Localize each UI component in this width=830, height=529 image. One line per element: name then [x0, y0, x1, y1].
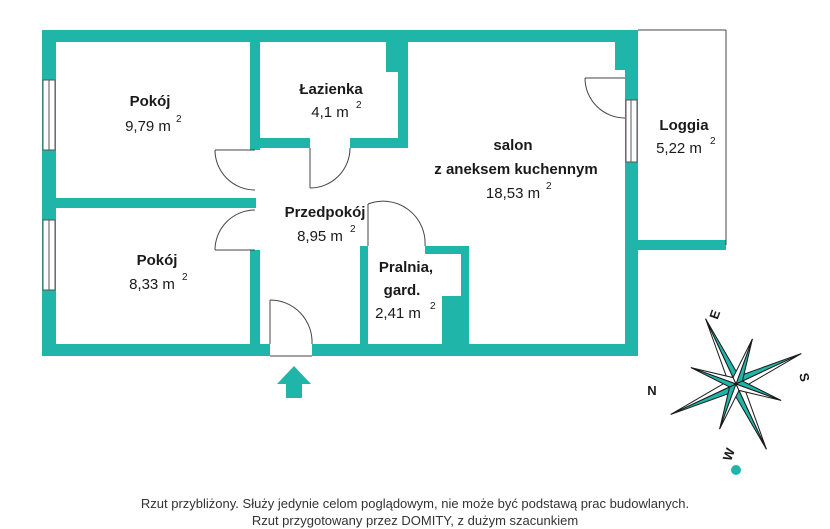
compass-rose-icon: [670, 318, 802, 450]
room-label-pokoj-2: Pokój 8,33 m 2: [129, 252, 188, 293]
room-label-pokoj-1: Pokój 9,79 m 2: [125, 93, 182, 135]
door-swings: [214, 77, 626, 357]
room-label-loggia: Loggia 5,22 m 2: [656, 117, 716, 157]
room-area-sup: 2: [176, 114, 182, 125]
disclaimer-text-2: Rzut przygotowany przez DOMITY, z dużym …: [251, 513, 579, 528]
compass-label-south: S: [796, 372, 812, 383]
room-label-przedpokoj: Przedpokój 8,95 m 2: [285, 204, 366, 245]
room-area: 8,33 m: [129, 276, 175, 293]
room-area-sup: 2: [350, 224, 356, 235]
room-name: Przedpokój: [285, 204, 366, 221]
room-label-lazienka: Łazienka 4,1 m 2: [299, 81, 363, 121]
room-name: Loggia: [659, 117, 709, 134]
compass-west-marker: [731, 465, 741, 475]
room-name-2: gard.: [384, 282, 421, 299]
room-label-salon: salon z aneksem kuchennym 18,53 m 2: [434, 137, 597, 202]
room-area-sup: 2: [710, 136, 716, 147]
disclaimer-text: Rzut przybliżony. Służy jedynie celom po…: [140, 496, 690, 511]
room-area: 9,79 m: [125, 118, 171, 135]
entrance-arrow-icon: [277, 366, 311, 398]
room-name: Pokój: [137, 252, 178, 269]
room-area-sup: 2: [546, 181, 552, 192]
room-name: Łazienka: [299, 81, 363, 98]
compass-label-west: W: [720, 445, 739, 462]
room-area: 8,95 m: [297, 228, 343, 245]
room-area-sup: 2: [356, 100, 362, 111]
room-area-sup: 2: [430, 301, 436, 312]
room-area: 4,1 m: [311, 104, 349, 121]
room-label-pralnia: Pralnia, gard. 2,41 m 2: [375, 259, 436, 322]
room-name: salon: [493, 137, 532, 154]
room-area: 2,41 m: [375, 305, 421, 322]
room-area: 18,53 m: [486, 185, 540, 202]
floor-plan: Pokój 9,79 m 2 Łazienka 4,1 m 2 salon z …: [42, 29, 813, 475]
window-lines: [48, 80, 632, 290]
room-name: Pokój: [130, 93, 171, 110]
room-area: 5,22 m: [656, 140, 702, 157]
compass-label-north: N: [647, 383, 656, 398]
room-name: Pralnia,: [379, 259, 433, 276]
compass-label-east: E: [706, 308, 723, 322]
room-name-2: z aneksem kuchennym: [434, 161, 597, 178]
room-area-sup: 2: [182, 272, 188, 283]
loggia-outline: [638, 29, 727, 245]
